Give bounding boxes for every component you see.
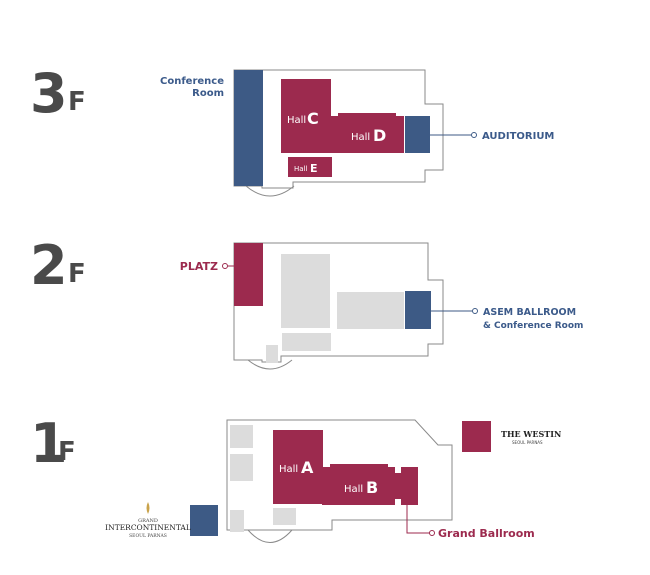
floor-3f-entrance-curve	[245, 185, 295, 197]
conference-room-block[interactable]	[234, 70, 263, 186]
auditorium-label: AUDITORIUM	[482, 131, 554, 142]
asem-leader-dot	[472, 308, 478, 314]
hall-d-top-ext	[338, 113, 396, 118]
intercontinental-logo-line1: GRAND	[138, 518, 158, 524]
hall-e-prefix: Hall	[294, 165, 307, 173]
floor-2f-gray-room-2	[337, 292, 404, 329]
floor-2f: 2 F PLATZ ASEM BALLROOM & Conference Roo…	[30, 234, 583, 370]
floor-2f-entrance-curve	[247, 359, 293, 370]
hall-e-block[interactable]	[288, 157, 332, 177]
hall-c-letter: C	[307, 109, 319, 128]
floor-3f-suffix: F	[68, 87, 86, 117]
asem-label-line2: & Conference Room	[483, 321, 583, 331]
intercontinental-block[interactable]	[190, 505, 218, 536]
floor-1f-number: 1	[30, 412, 68, 475]
hall-c-block[interactable]	[281, 79, 331, 153]
asem-ballroom-block[interactable]	[405, 291, 431, 329]
hall-b-prefix: Hall	[344, 484, 363, 495]
floor-1f-suffix: F	[58, 437, 76, 467]
floor-3f-number: 3	[30, 62, 68, 125]
floor-1f-gray-room-4	[273, 508, 296, 525]
westin-block[interactable]	[462, 421, 491, 452]
hall-a-letter: A	[301, 458, 314, 477]
hall-d-prefix: Hall	[351, 132, 370, 143]
hall-b-block[interactable]	[322, 467, 395, 505]
platz-leader-dot	[222, 263, 228, 269]
floor-1f-gray-room-3	[230, 510, 244, 532]
hall-e-letter: E	[310, 162, 318, 175]
conference-room-label-line1: Conference	[160, 76, 224, 87]
hall-b-top-ext	[330, 464, 388, 469]
floor-1f-entrance-curve	[247, 529, 293, 543]
platz-block[interactable]	[234, 243, 263, 306]
hall-a-block[interactable]	[273, 430, 323, 504]
intercontinental-leaf-icon	[146, 502, 150, 514]
floor-1f-gray-room-2	[230, 454, 253, 481]
floor-3f: 3 F Hall C Hall D Hall E Conference Room…	[30, 62, 554, 197]
hall-c-prefix: Hall	[287, 115, 306, 126]
floor-1f-gray-room-1	[230, 425, 253, 448]
hall-d-block[interactable]	[330, 116, 404, 153]
grand-ballroom-leader-line	[406, 505, 430, 534]
floor-2f-number: 2	[30, 234, 68, 297]
hall-a-prefix: Hall	[279, 464, 298, 475]
grand-ballroom-leader-dot	[429, 530, 435, 536]
grand-ballroom-block[interactable]	[401, 467, 418, 505]
intercontinental-logo: GRAND INTERCONTINENTAL SEOUL PARNAS	[105, 502, 191, 539]
conference-room-label-line2: Room	[192, 88, 224, 99]
grand-ballroom-link	[394, 473, 404, 499]
floor-2f-gray-room-4	[266, 345, 278, 363]
floor-1f: 1 F Hall A Hall B Grand Ballroom THE WES…	[30, 412, 561, 543]
asem-label-line1: ASEM BALLROOM	[483, 307, 576, 318]
intercontinental-logo-line2: INTERCONTINENTAL	[105, 523, 191, 532]
hall-d-letter: D	[373, 126, 386, 145]
grand-ballroom-label: Grand Ballroom	[438, 527, 535, 540]
floor-2f-suffix: F	[68, 259, 86, 289]
hall-b-letter: B	[366, 478, 378, 497]
auditorium-leader-dot	[471, 132, 477, 138]
intercontinental-logo-line3: SEOUL PARNAS	[129, 533, 167, 539]
floor-2f-gray-room-1	[281, 254, 330, 328]
auditorium-block[interactable]	[405, 116, 430, 153]
westin-logo-line2: SEOUL PARNAS	[512, 440, 543, 445]
platz-label: PLATZ	[180, 260, 218, 273]
floor-2f-gray-room-3	[282, 333, 331, 351]
westin-logo-line1: THE WESTIN	[501, 429, 561, 439]
